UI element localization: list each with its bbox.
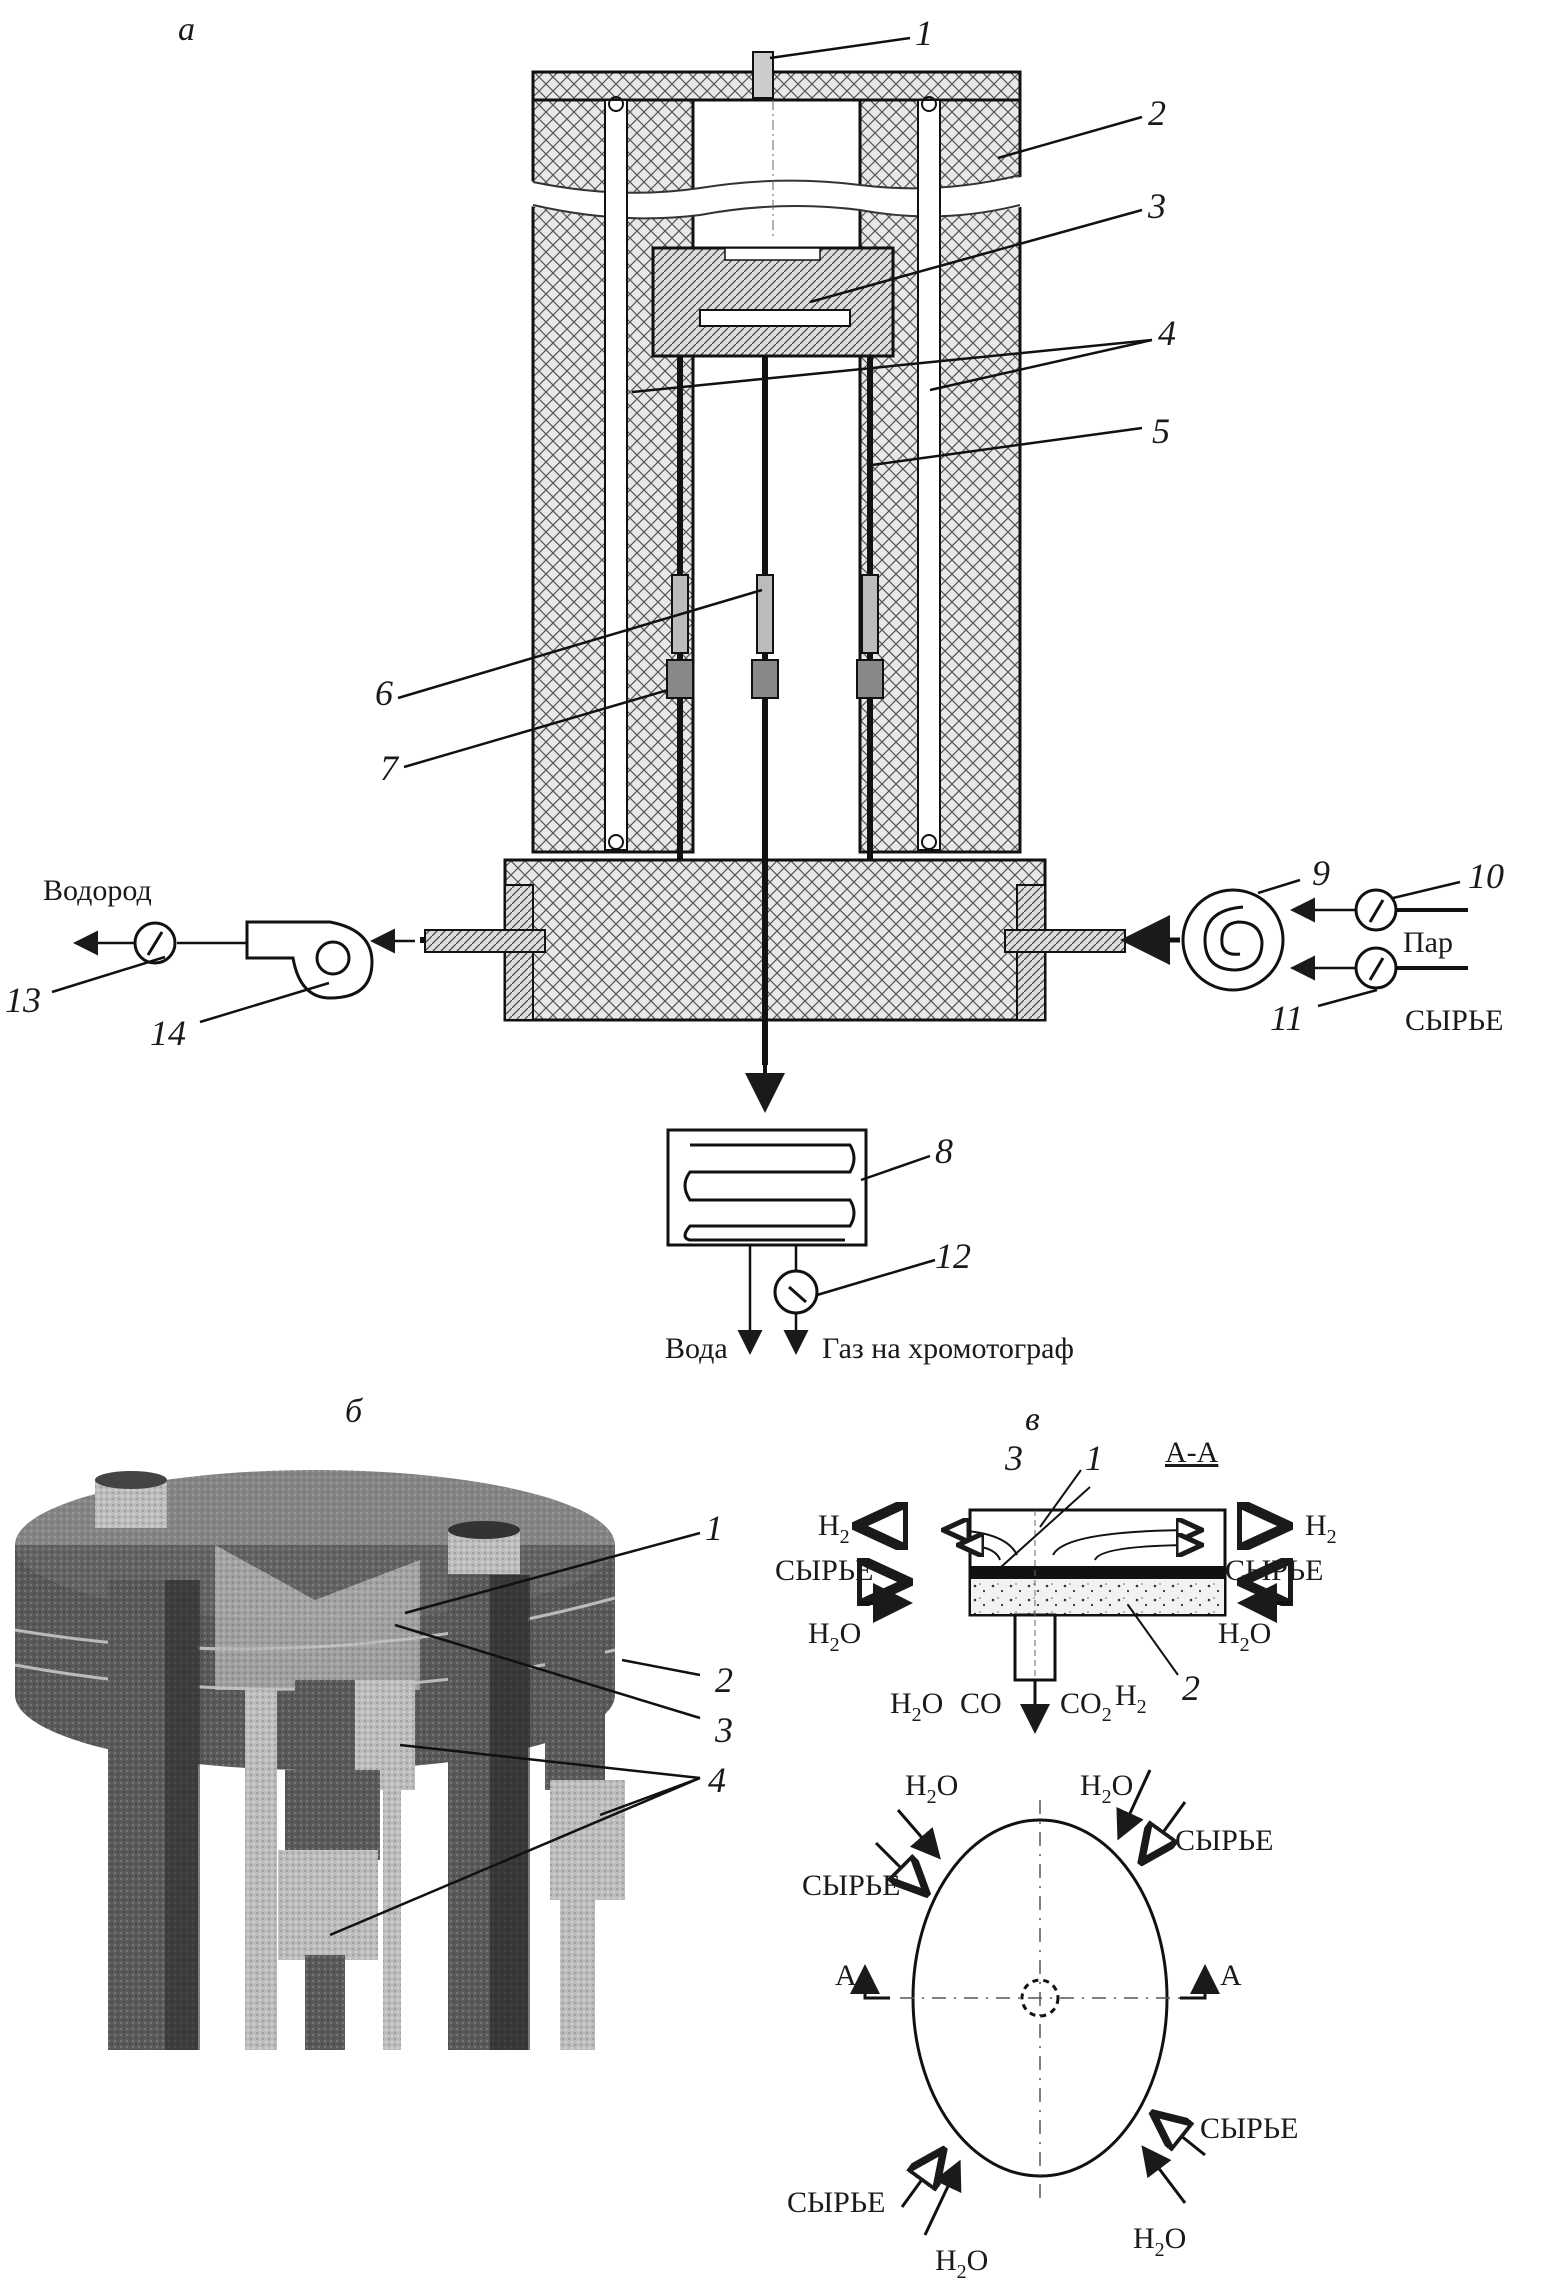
plan-view — [850, 1769, 1220, 2236]
callout-9: 9 — [1312, 853, 1330, 893]
callout-12: 12 — [935, 1236, 971, 1276]
callout-4: 4 — [1158, 313, 1176, 353]
label-h2o-left: H2O — [808, 1617, 861, 1656]
panel-a-leaders — [51, 36, 1461, 1297]
panel-b-callout-2: 2 — [715, 1660, 733, 1700]
panel-b-leaders — [329, 1531, 701, 1937]
callout-2: 2 — [1148, 93, 1166, 133]
plan-h2o-top-right: H2O — [1080, 1769, 1133, 1808]
panel-b-label: б — [345, 1393, 364, 1430]
section-label: А-А — [1165, 1436, 1219, 1469]
callout-8: 8 — [935, 1131, 953, 1171]
callout-7: 7 — [380, 748, 400, 788]
panel-v-callout-1: 1 — [1085, 1438, 1103, 1478]
plan-feed-right-bottom: СЫРЬЕ — [1200, 2112, 1298, 2145]
label-h2o-product: H2O — [890, 1687, 943, 1726]
label-hydrogen: Водород — [43, 874, 152, 907]
membrane-module — [651, 246, 895, 358]
label-water: Вода — [665, 1332, 728, 1365]
plan-h2o-bottom-left: H2O — [935, 2244, 988, 2283]
panel-v-callout-2: 2 — [1182, 1668, 1200, 1708]
base-block — [424, 858, 1126, 1065]
panel-b-callout-3: 3 — [714, 1710, 733, 1750]
plan-feed-left-bottom: СЫРЬЕ — [787, 2186, 885, 2219]
panel-v: в А-А 1 2 3 — [775, 1401, 1337, 2283]
callout-14: 14 — [150, 1013, 186, 1053]
callout-5: 5 — [1152, 411, 1170, 451]
panel-v-label: в — [1025, 1401, 1040, 1438]
condenser — [666, 1128, 868, 1355]
label-gas-to-chromatograph: Газ на хромотограф — [822, 1332, 1074, 1365]
hydrogen-line — [73, 920, 415, 1000]
callout-11: 11 — [1270, 998, 1303, 1038]
plan-feed-right-top: СЫРЬЕ — [1175, 1824, 1273, 1857]
panel-a: а — [5, 11, 1504, 1365]
callout-6: 6 — [375, 673, 393, 713]
plan-h2o-top-left: H2O — [905, 1769, 958, 1808]
label-steam: Пар — [1403, 926, 1453, 959]
label-h2-product: H2 — [1115, 1679, 1147, 1718]
panel-a-label: а — [178, 11, 195, 48]
callout-10: 10 — [1468, 856, 1504, 896]
panel-v-callout-3: 3 — [1004, 1438, 1023, 1478]
plan-h2o-bottom-right: H2O — [1133, 2222, 1186, 2261]
reactor-3d-render — [14, 1470, 625, 2050]
plan-feed-left-top: СЫРЬЕ — [802, 1869, 900, 1902]
label-h2o-right: H2O — [1218, 1617, 1271, 1656]
callout-13: 13 — [5, 980, 41, 1020]
feed-line — [1120, 888, 1468, 992]
label-h2-right: H2 — [1305, 1509, 1337, 1548]
evaporator-coil-icon — [1181, 888, 1285, 992]
callout-1: 1 — [915, 13, 933, 53]
label-h2-left: H2 — [818, 1509, 850, 1548]
cross-section — [860, 1469, 1290, 1734]
pump-icon — [245, 920, 374, 1000]
callout-3: 3 — [1147, 186, 1166, 226]
section-mark-left: А — [835, 1959, 857, 1992]
label-feed: СЫРЬЕ — [1405, 1004, 1503, 1037]
label-co-product: CO — [960, 1687, 1002, 1720]
label-co2-product: CO2 — [1060, 1687, 1112, 1726]
label-feed-right: СЫРЬЕ — [1225, 1554, 1323, 1587]
furnace-body — [525, 51, 1030, 854]
section-mark-right: А — [1220, 1959, 1242, 1992]
panel-b-callout-1: 1 — [705, 1508, 723, 1548]
label-feed-left: СЫРЬЕ — [775, 1554, 873, 1587]
panel-b: б — [14, 1393, 733, 2050]
panel-b-callout-4: 4 — [708, 1760, 726, 1800]
